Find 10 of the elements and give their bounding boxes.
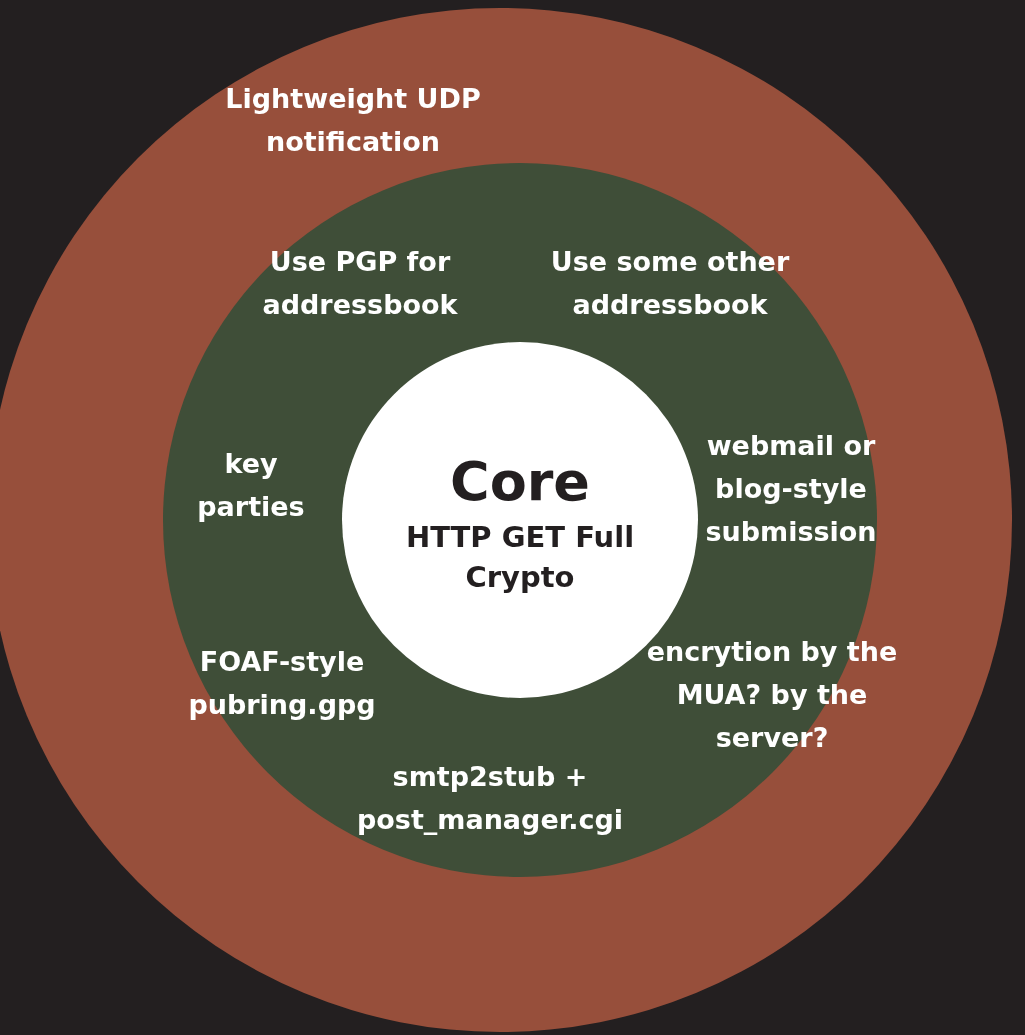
ring-label: smtp2stub + post_manager.cgi <box>355 760 625 837</box>
ring-label: Use PGP for addressbook <box>261 245 459 322</box>
ring-label: webmail or blog-style submission <box>704 428 878 549</box>
ring-label: FOAF-style pubring.gpg <box>187 645 377 722</box>
core-subtitle: HTTP GET Full Crypto <box>404 519 636 596</box>
core-title: Core <box>449 452 591 512</box>
ring-label: key parties <box>196 447 306 524</box>
ring-label: Lightweight UDP notification <box>224 82 482 159</box>
ring-label: encrytion by the MUA? by the server? <box>645 634 899 755</box>
ring-label: Use some other addressbook <box>549 245 791 322</box>
